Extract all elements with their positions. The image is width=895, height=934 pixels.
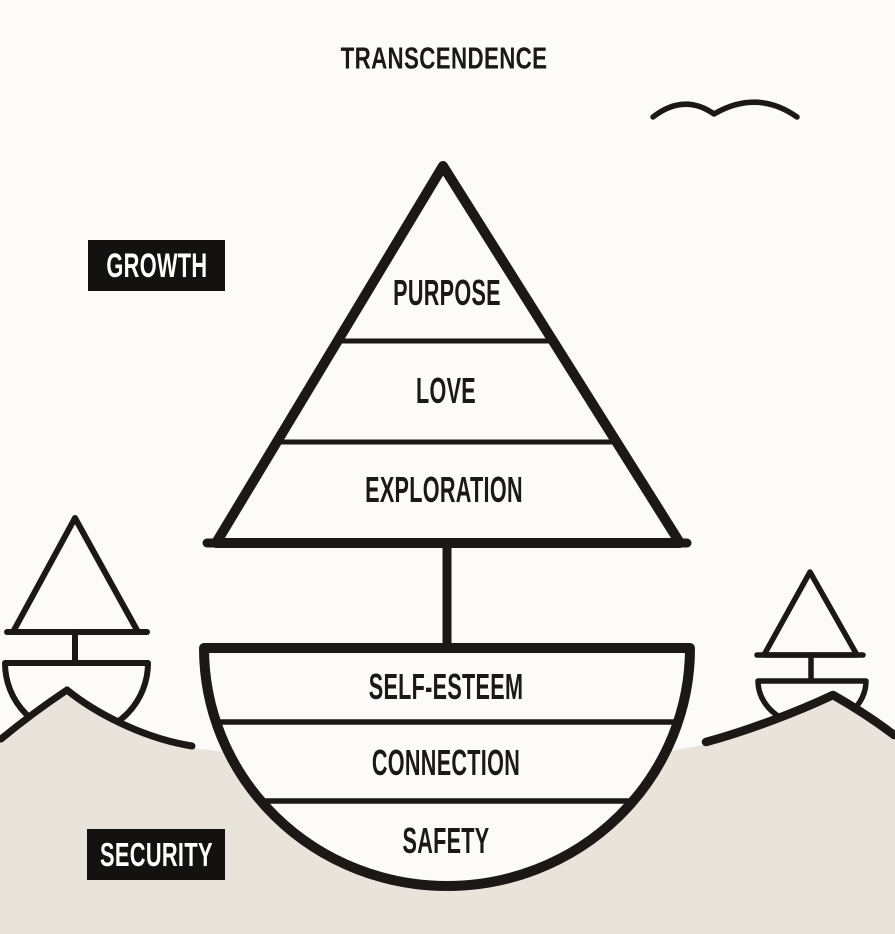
sail-level-purpose: PURPOSE	[393, 272, 501, 313]
growth-badge-label: GROWTH	[105, 246, 208, 285]
hull-level-safety: SAFETY	[402, 820, 490, 861]
growth-badge: GROWTH	[88, 240, 225, 291]
main-sailboat	[199, 161, 695, 891]
security-badge-label: SECURITY	[99, 836, 213, 873]
wave-right-line	[701, 690, 895, 747]
hull-level-connection: CONNECTION	[371, 742, 521, 783]
bird-icon	[650, 99, 800, 120]
hull-shape	[199, 643, 695, 891]
sail-level-exploration: EXPLORATION	[365, 469, 523, 510]
sail-level-love: LOVE	[415, 370, 477, 411]
security-badge: SECURITY	[87, 829, 225, 880]
hull-level-self-esteem: SELF-ESTEEM	[368, 666, 524, 707]
transcendence-label: TRANSCENDENCE	[340, 40, 548, 76]
wave-left-line	[0, 686, 196, 750]
